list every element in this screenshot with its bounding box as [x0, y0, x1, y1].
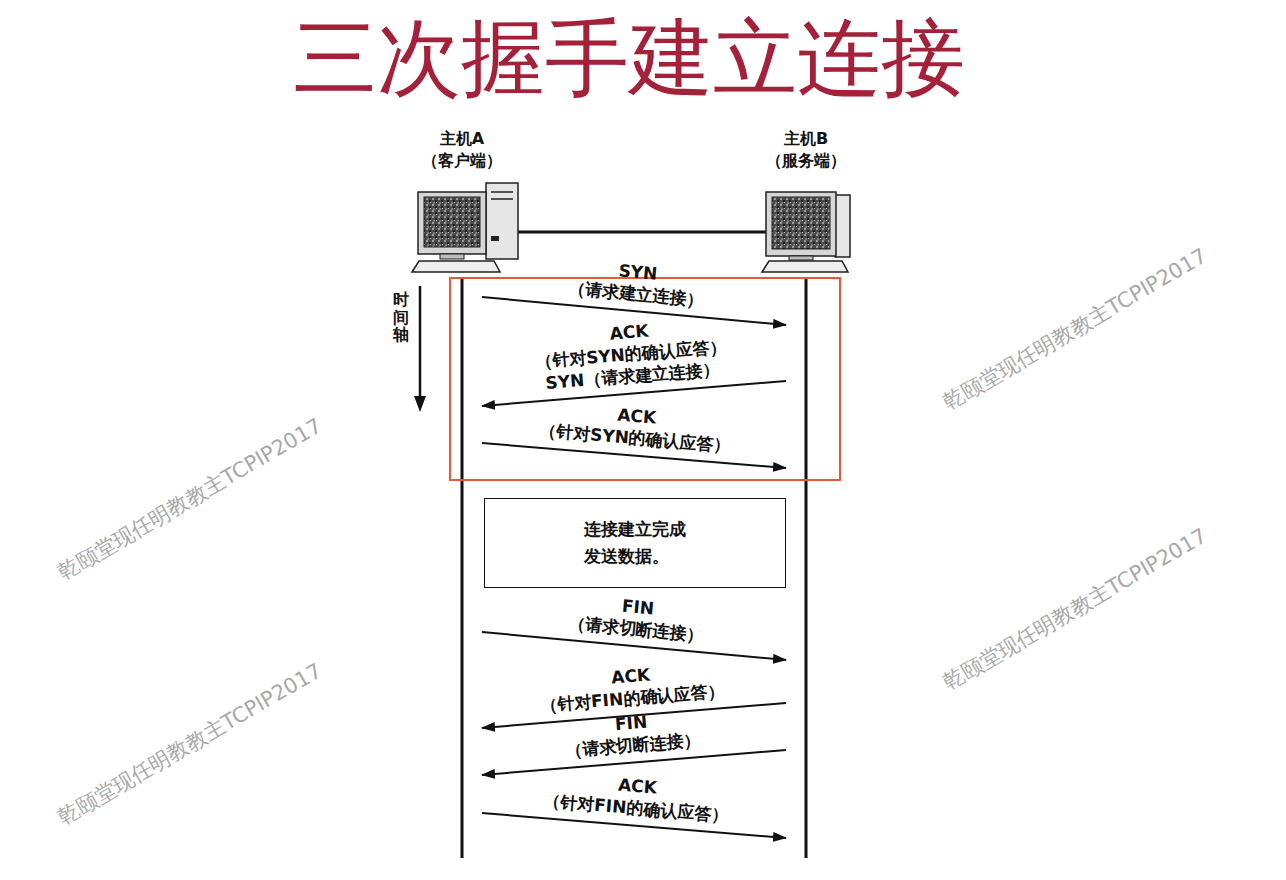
time-axis-line [419, 286, 422, 398]
host-computer-icon [762, 192, 850, 272]
watermark-text: 乾颐堂现任明教教主TCPIP2017 [54, 414, 327, 586]
monitor-stand [440, 254, 464, 259]
highlight-frame [450, 278, 840, 480]
tower-slot [491, 191, 513, 193]
message-label: ACK（针对SYN的确认应答） SYN（请求建立连接） [532, 314, 729, 396]
watermark-text: 乾颐堂现任明教教主TCPIP2017 [939, 524, 1212, 696]
lifeline [461, 278, 464, 858]
tower-button [491, 236, 499, 241]
lifeline [805, 278, 808, 858]
time-axis-label: 时间轴 [393, 291, 409, 344]
diagram-title: 三次握手建立连接 [0, 12, 1258, 104]
message-label: SYN（请求建立连接） [567, 255, 706, 311]
monitor-screen [772, 197, 830, 249]
watermark-text: 乾颐堂现任明教教主TCPIP2017 [939, 244, 1212, 416]
monitor-stand [789, 256, 813, 260]
keyboard [762, 261, 848, 272]
message-label: FIN（请求切断连接） [562, 707, 701, 762]
network-cable [518, 231, 766, 234]
host-node: 主机B （服务端） [758, 126, 854, 173]
time-axis-head [414, 396, 426, 412]
message-label: ACK（针对FIN的确认应答） [538, 658, 726, 717]
computer-tower [486, 183, 518, 259]
box-text: 连接建立完成 发送数据。 [584, 516, 686, 570]
monitor-frame [766, 192, 836, 256]
message-label: ACK（针对SYN的确认应答） [539, 398, 734, 458]
message-label: FIN（请求切断连接） [567, 590, 706, 646]
message-label: ACK（针对FIN的确认应答） [542, 768, 730, 827]
watermark-text: 乾颐堂现任明教教主TCPIP2017 [54, 659, 327, 831]
tower-slot [491, 198, 513, 200]
keyboard [412, 261, 500, 272]
host-label: 主机B （服务端） [766, 128, 846, 171]
process-box: 连接建立完成 发送数据。 [484, 498, 786, 588]
monitor-frame [418, 192, 486, 254]
host-node: 主机A （客户端） [414, 126, 510, 173]
host-label: 主机A （客户端） [422, 128, 502, 171]
computer-tower [835, 195, 850, 257]
monitor-screen [424, 197, 480, 247]
host-computer-icon [412, 183, 518, 272]
